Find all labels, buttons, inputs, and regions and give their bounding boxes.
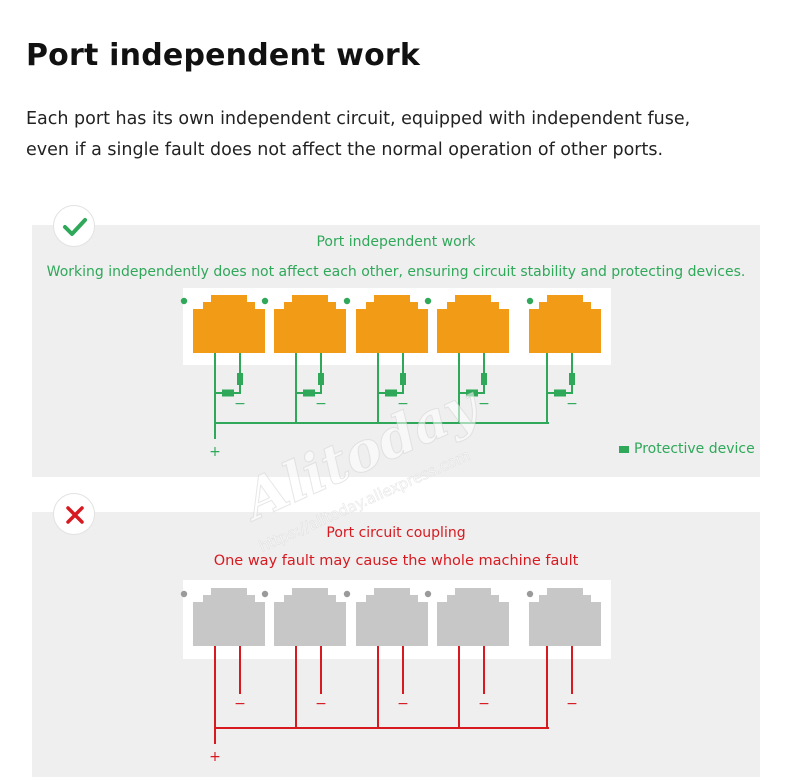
protective-device xyxy=(466,389,478,397)
protective-device xyxy=(318,373,324,385)
port-body xyxy=(529,295,601,353)
ethernet-port xyxy=(180,295,265,353)
plus-symbol: + xyxy=(209,749,221,765)
minus-symbol: − xyxy=(566,396,578,412)
good-example-title: Port independent work xyxy=(316,234,476,250)
ethernet-port xyxy=(526,588,601,646)
ethernet-port xyxy=(526,295,601,353)
port-led xyxy=(526,297,534,305)
ethernet-port xyxy=(343,295,428,353)
minus-symbol: − xyxy=(315,696,327,712)
ethernet-port xyxy=(180,588,265,646)
port-led xyxy=(526,590,534,598)
ethernet-port xyxy=(261,588,346,646)
protective-device xyxy=(385,389,397,397)
port-led xyxy=(424,590,432,598)
protective-device-swatch xyxy=(619,445,629,453)
protective-device xyxy=(400,373,406,385)
protective-device xyxy=(303,389,315,397)
port-body xyxy=(437,588,509,646)
ethernet-port xyxy=(261,295,346,353)
plus-symbol: + xyxy=(209,444,221,460)
minus-symbol: − xyxy=(397,396,409,412)
protective-device xyxy=(554,389,566,397)
port-led xyxy=(180,297,188,305)
minus-symbol: − xyxy=(397,696,409,712)
port-led xyxy=(424,297,432,305)
description-line-1: Each port has its own independent circui… xyxy=(26,109,691,129)
bad-example-subtitle: One way fault may cause the whole machin… xyxy=(213,553,579,569)
check-icon xyxy=(63,218,87,236)
minus-symbol: − xyxy=(315,396,327,412)
bad-example-title: Port circuit coupling xyxy=(326,525,466,541)
check-badge xyxy=(53,205,95,247)
page-title: Port independent work xyxy=(26,38,421,73)
legend-label: Protective device xyxy=(634,441,755,457)
good-example-subtitle: Working independently does not affect ea… xyxy=(46,264,746,280)
legend: Protective device xyxy=(619,441,755,457)
protective-device xyxy=(237,373,243,385)
port-led xyxy=(180,590,188,598)
cross-icon xyxy=(66,506,84,524)
protective-device xyxy=(481,373,487,385)
port-led xyxy=(261,590,269,598)
description-line-2: even if a single fault does not affect t… xyxy=(26,140,664,160)
ethernet-port xyxy=(424,295,509,353)
protective-device xyxy=(222,389,234,397)
port-body xyxy=(437,295,509,353)
port-led xyxy=(261,297,269,305)
protective-device xyxy=(569,373,575,385)
description: Each port has its own independent circui… xyxy=(26,104,766,166)
cross-badge xyxy=(53,493,95,535)
port-body xyxy=(274,295,346,353)
port-body xyxy=(274,588,346,646)
port-body xyxy=(193,295,265,353)
port-led xyxy=(343,590,351,598)
ethernet-port xyxy=(343,588,428,646)
ethernet-port xyxy=(424,588,509,646)
port-body xyxy=(356,295,428,353)
minus-symbol: − xyxy=(234,396,246,412)
port-led xyxy=(343,297,351,305)
port-body xyxy=(529,588,601,646)
port-body xyxy=(356,588,428,646)
port-body xyxy=(193,588,265,646)
minus-symbol: − xyxy=(566,696,578,712)
minus-symbol: − xyxy=(478,396,490,412)
minus-symbol: − xyxy=(234,696,246,712)
minus-symbol: − xyxy=(478,696,490,712)
